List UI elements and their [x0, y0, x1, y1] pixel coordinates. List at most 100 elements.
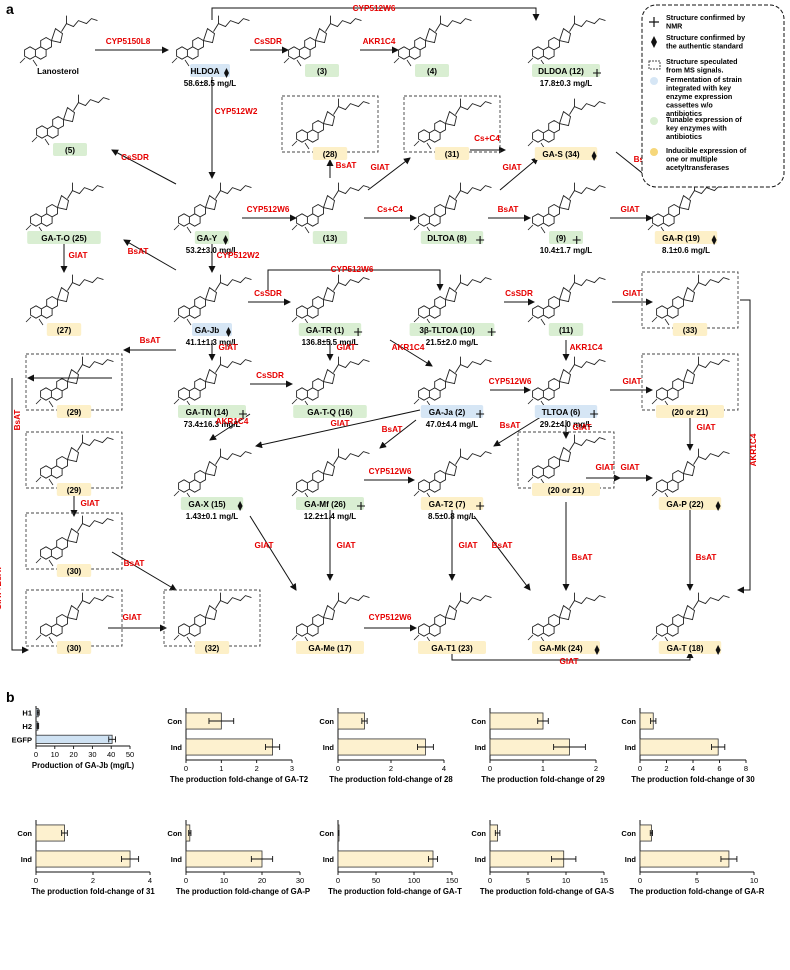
- enzyme-label: CsSDR: [254, 37, 282, 46]
- legend-box: [641, 4, 785, 188]
- compound-label: (20 or 21): [672, 408, 709, 417]
- enzyme-label: CYP512W6: [353, 4, 396, 13]
- compound-label-bg: [656, 405, 724, 418]
- compound-label: (31): [445, 150, 460, 159]
- compound-label-bg: [293, 405, 367, 418]
- x-tick-label: 0: [184, 764, 188, 773]
- ms-speculated-box: [25, 589, 123, 647]
- compound-production: 17.8±0.3 mg/L: [540, 79, 593, 88]
- enzyme-label: CYP512W6: [369, 613, 412, 622]
- x-tick-label: 10: [51, 750, 59, 759]
- x-tick-label: 0: [336, 764, 340, 773]
- blue-legend-icon: [650, 77, 658, 85]
- compound-label: GA-P (22): [666, 500, 703, 509]
- enzyme-label: GIAT: [623, 289, 642, 298]
- nmr-badge-icon: [487, 328, 496, 336]
- category-label: Con: [167, 829, 182, 838]
- x-tick-label: 0: [488, 764, 492, 773]
- error-bar: [36, 723, 40, 729]
- compound-label: (20 or 21): [548, 486, 585, 495]
- compound-gato: [25, 182, 104, 234]
- x-tick-label: 0: [488, 876, 492, 885]
- standard-badge-icon: [237, 501, 243, 511]
- error-bar: [250, 856, 274, 862]
- x-tick-label: 20: [69, 750, 77, 759]
- pathway-arrow: [111, 149, 177, 185]
- compound-label-bg: [420, 497, 484, 510]
- standard-badge-icon: [715, 645, 721, 655]
- compound-label-bg: [296, 641, 364, 654]
- category-label: Ind: [475, 743, 487, 752]
- compound-label: TLTOA (6): [542, 408, 581, 417]
- compound-label: (28): [323, 150, 338, 159]
- enzyme-label: GIAT: [621, 463, 640, 472]
- compound-c33: [641, 271, 739, 329]
- compound-label-bg: [56, 483, 92, 496]
- nmr-badge-icon: [476, 410, 485, 418]
- x-tick-label: 40: [107, 750, 115, 759]
- x-tick-label: 0: [638, 764, 642, 773]
- x-axis-title: The production fold-change of 31: [31, 887, 155, 896]
- compound-label: GA-T-Q (16): [307, 408, 353, 417]
- compound-dldoa: [527, 15, 606, 67]
- compound-label: GA-T2 (7): [429, 500, 466, 509]
- x-axis-title: The production fold-change of GA-S: [480, 887, 614, 896]
- error-bar: [108, 736, 116, 743]
- compound-gat1: [413, 592, 492, 644]
- compound-c27: [25, 274, 104, 326]
- compound-production: 8.5±0.8 mg/L: [428, 512, 476, 521]
- error-bar: [361, 718, 368, 724]
- pathway-arrow: [211, 7, 540, 21]
- error-bar: [551, 856, 577, 862]
- enzyme-label: GIAT: [219, 343, 238, 352]
- enzyme-label: BsAT: [696, 553, 717, 562]
- yellow-legend-icon: [650, 148, 658, 156]
- enzyme-label: GIAT: [621, 205, 640, 214]
- enzyme-label: GIAT: [596, 463, 615, 472]
- compound-label-bg: [56, 405, 92, 418]
- x-tick-label: 2: [389, 764, 393, 773]
- enzyme-label: BsAT: [492, 541, 513, 550]
- compound-game: [291, 592, 370, 644]
- compound-label-bg: [549, 231, 583, 244]
- enzyme-label: CsSDR: [505, 289, 533, 298]
- category-label: Con: [319, 829, 334, 838]
- x-tick-label: 2: [664, 764, 668, 773]
- compound-production: 8.1±0.6 mg/L: [662, 246, 710, 255]
- bar: [337, 850, 434, 868]
- bar: [639, 824, 652, 842]
- compound-label-bg: [420, 405, 484, 418]
- bar: [35, 734, 113, 744]
- compound-label: GA-R (19): [662, 234, 700, 243]
- compound-dltoa: [413, 182, 492, 234]
- bar: [35, 824, 65, 842]
- enzyme-label: GIAT: [459, 541, 478, 550]
- compound-label-bg: [654, 231, 718, 244]
- bar: [337, 738, 426, 756]
- compound-gamk: [527, 592, 606, 644]
- pathway-arrow: [11, 378, 29, 654]
- compound-c9: [527, 182, 606, 234]
- ms-speculated-box: [25, 512, 123, 570]
- enzyme-label: BsAT: [572, 553, 593, 562]
- enzyme-label: Cs+C4: [474, 134, 500, 143]
- standard-badge-icon: [223, 235, 229, 245]
- pathway-arrow: [737, 299, 751, 594]
- compound-production: 47.0±4.4 mg/L: [426, 420, 479, 429]
- compound-c28: [281, 95, 379, 153]
- category-label: Ind: [323, 855, 335, 864]
- compound-production: 29.2±4.0 mg/L: [540, 420, 593, 429]
- x-axis-title: The production fold-change of 28: [329, 775, 453, 784]
- x-tick-label: 3: [290, 764, 294, 773]
- compound-label-bg: [658, 497, 722, 510]
- ms-speculated-box: [403, 95, 501, 153]
- compound-label: (9): [556, 234, 566, 243]
- x-tick-label: 6: [717, 764, 721, 773]
- category-label: Ind: [475, 855, 487, 864]
